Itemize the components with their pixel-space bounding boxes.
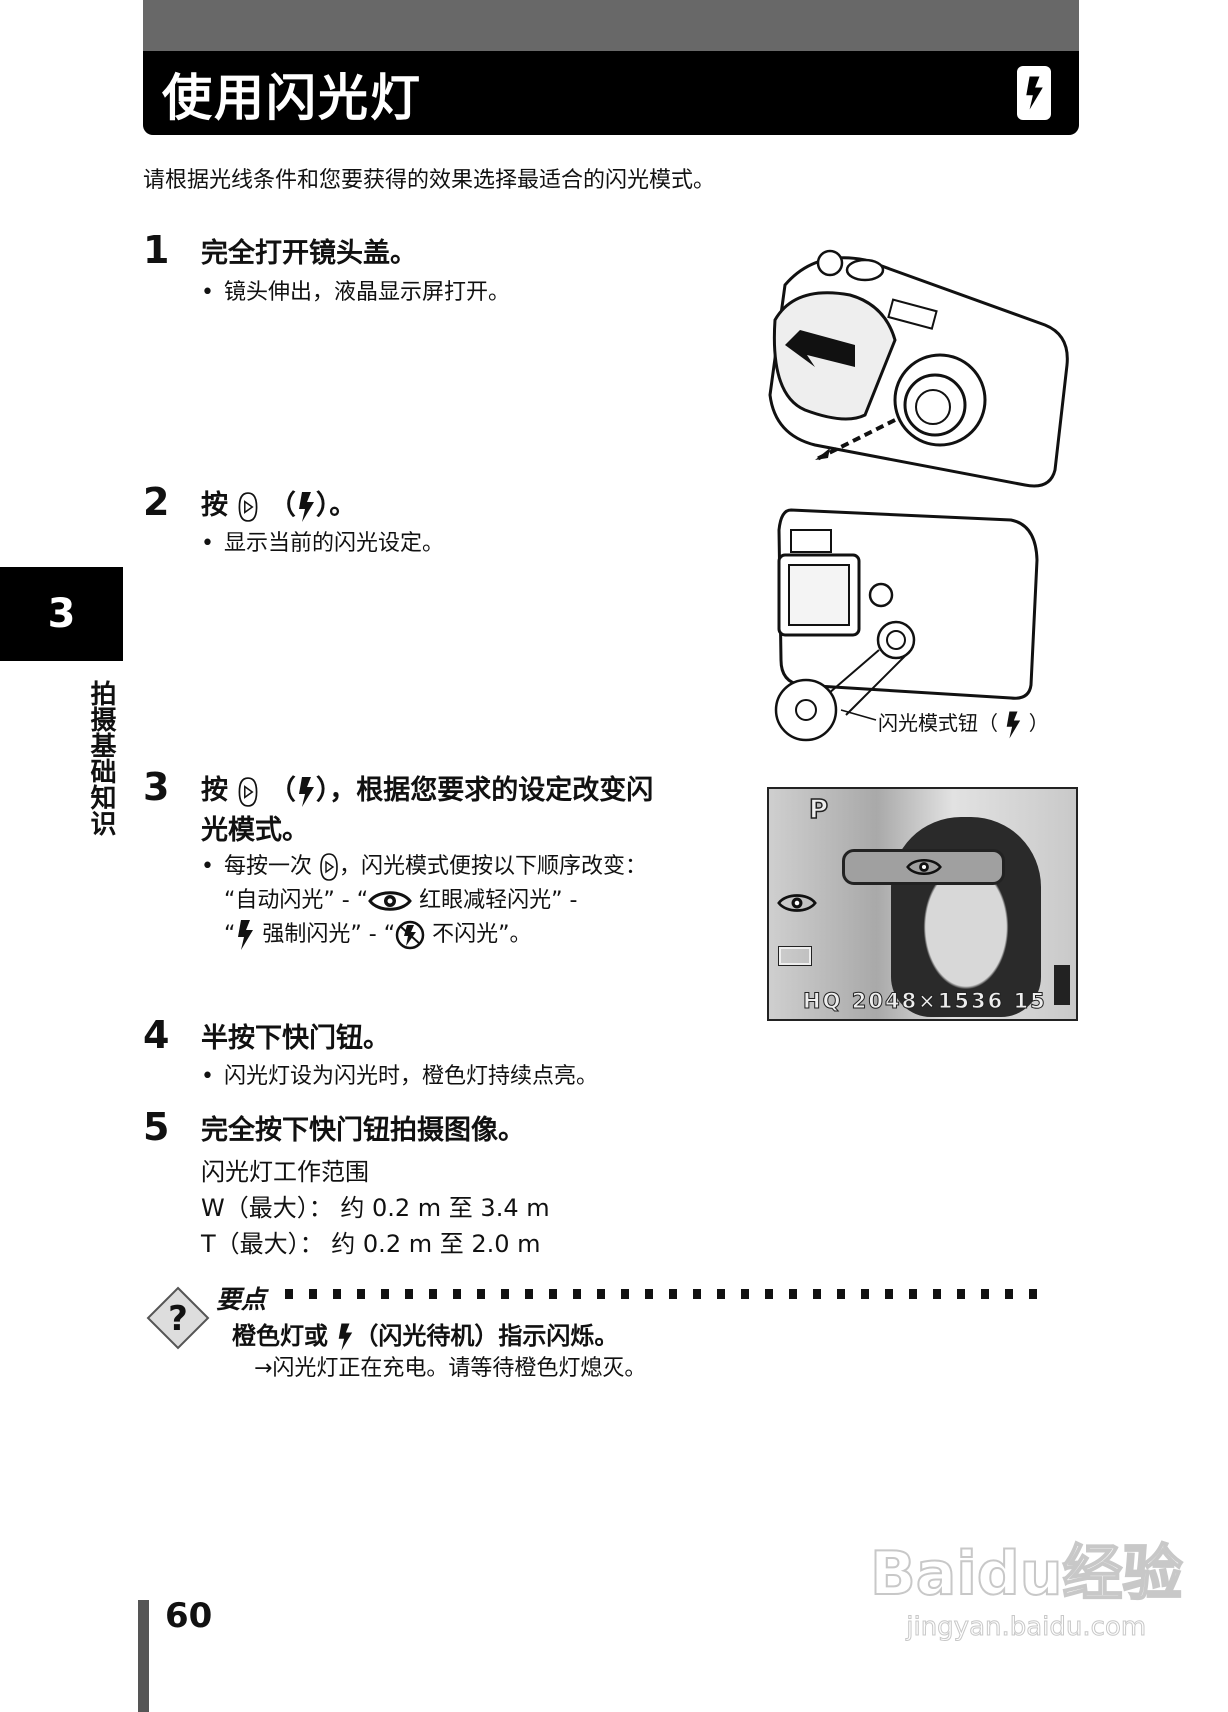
chapter-tab: 3 xyxy=(0,567,123,661)
mode-sequence-text: 红眼减轻闪光” - xyxy=(419,888,578,913)
step-number: 2 xyxy=(143,480,170,524)
bullet-text: 每按一次 xyxy=(223,854,312,879)
arrow-button-icon xyxy=(319,853,339,881)
callout-text: 闪光模式钮（ xyxy=(878,711,998,735)
title-text: 按 xyxy=(201,775,228,806)
memory-gauge-icon xyxy=(1054,965,1070,1005)
step-number: 3 xyxy=(143,765,170,809)
flash-button-callout: 闪光模式钮（ ） xyxy=(878,707,1049,739)
page-number: 60 xyxy=(165,1596,213,1636)
step-bullet: 每按一次 ，闪光模式便按以下顺序改变： “自动闪光” - “ 红眼减轻闪光” -… xyxy=(201,850,741,952)
mode-indicator: P xyxy=(808,794,829,826)
page-bar xyxy=(138,1600,149,1712)
red-eye-icon xyxy=(906,857,942,877)
title-text: ），根据您要求的设定改变闪 xyxy=(315,775,654,806)
portrait-photo xyxy=(891,817,1041,1017)
range-tele: T（最大）： 约 0.2 m 至 2.0 m xyxy=(201,1230,541,1258)
step-title: 完全按下快门钮拍摄图像。 xyxy=(201,1115,525,1146)
range-label: 闪光灯工作范围 xyxy=(201,1158,369,1186)
question-icon: ? xyxy=(146,1286,210,1350)
chapter-label: 拍摄基础知识 xyxy=(86,680,116,836)
header-gray-band xyxy=(143,0,1079,52)
tip-answer: →闪光灯正在充电。请等待橙色灯熄灭。 xyxy=(254,1356,647,1381)
svg-text:?: ? xyxy=(168,1299,188,1339)
mode-sequence-text: “ xyxy=(224,922,236,947)
step-bullet: 显示当前的闪光设定。 xyxy=(201,527,444,561)
flash-icon xyxy=(1017,66,1051,120)
step-title: 按 （ ）。 xyxy=(201,486,356,526)
arrow-button-icon xyxy=(237,492,259,522)
watermark-logo: Baidu经验 xyxy=(869,1538,1183,1610)
title-text: 光模式。 xyxy=(201,815,309,846)
bullet-text: 镜头伸出，液晶显示屏打开。 xyxy=(223,280,510,305)
title-text: 按 xyxy=(201,490,228,521)
step-number: 5 xyxy=(143,1105,170,1149)
step-bullet: 镜头伸出，液晶显示屏打开。 xyxy=(201,276,510,310)
bullet-text: 闪光灯设为闪光时，橙色灯持续点亮。 xyxy=(223,1064,598,1089)
image-quality-info: HQ 2048×1536 15 xyxy=(803,989,1047,1014)
flash-icon xyxy=(235,920,255,950)
title-text: ）。 xyxy=(315,490,357,521)
tip-text: （闪光待机）指示闪烁。 xyxy=(354,1322,619,1350)
red-eye-indicator-icon xyxy=(777,892,817,914)
step-number: 1 xyxy=(143,228,170,272)
camera-back-illustration xyxy=(774,508,1039,742)
flash-mode-popup xyxy=(842,849,1005,885)
mode-sequence-text: “自动闪光” - “ xyxy=(224,888,369,913)
page-title: 使用闪光灯 xyxy=(162,69,422,127)
battery-frame-icon xyxy=(778,946,812,966)
tip-heading: 要点 xyxy=(216,1285,267,1314)
arrow-button-icon xyxy=(237,777,259,807)
step-title: 完全打开镜头盖。 xyxy=(201,238,417,269)
red-eye-icon xyxy=(368,889,412,913)
bullet-text: ，闪光模式便按以下顺序改变： xyxy=(339,854,648,879)
flash-icon xyxy=(296,492,316,522)
tip-text: 橙色灯或 xyxy=(232,1322,328,1350)
step-title: 按 （ ），根据您要求的设定改变闪 光模式。 xyxy=(201,771,721,851)
callout-text: ） xyxy=(1028,711,1049,735)
title-text: （ xyxy=(268,490,296,521)
tip-title: 橙色灯或 （闪光待机）指示闪烁。 xyxy=(232,1316,618,1351)
flash-off-icon xyxy=(395,920,425,950)
header-bar xyxy=(143,51,1079,135)
bullet-text: 显示当前的闪光设定。 xyxy=(223,531,444,556)
flash-range: 闪光灯工作范围 W（最大）： 约 0.2 m 至 3.4 m T（最大）： 约 … xyxy=(201,1154,550,1262)
step-number: 4 xyxy=(143,1013,170,1057)
flash-icon xyxy=(336,1323,354,1351)
intro-text: 请根据光线条件和您要获得的效果选择最适合的闪光模式。 xyxy=(143,168,716,193)
flash-icon xyxy=(1004,711,1022,739)
baidu-watermark: Baidu经验 jingyan.baidu.com xyxy=(869,1525,1183,1643)
lcd-preview: P HQ 2048×1536 15 xyxy=(767,787,1078,1021)
flash-icon xyxy=(296,777,316,807)
camera-front-illustration xyxy=(768,249,1069,488)
step-bullet: 闪光灯设为闪光时，橙色灯持续点亮。 xyxy=(201,1060,598,1094)
dotted-divider xyxy=(285,1289,1045,1299)
range-wide: W（最大）： 约 0.2 m 至 3.4 m xyxy=(201,1194,550,1222)
step-title: 半按下快门钮。 xyxy=(201,1023,390,1054)
title-text: （ xyxy=(268,775,296,806)
mode-sequence-text: 强制闪光” - “ xyxy=(262,922,396,947)
mode-sequence-text: 不闪光”。 xyxy=(432,922,532,947)
watermark-url: jingyan.baidu.com xyxy=(906,1612,1147,1643)
